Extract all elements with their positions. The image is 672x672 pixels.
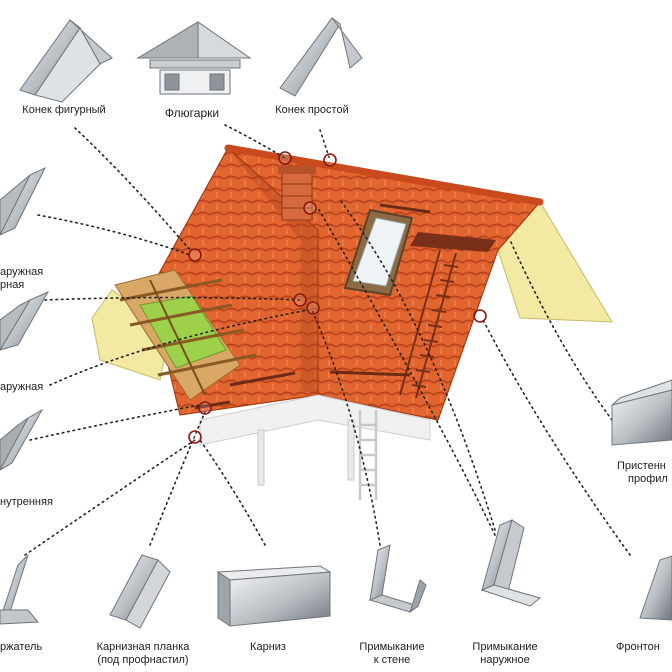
marker-holder <box>199 402 211 414</box>
label-internal: нутренняя <box>0 496 53 509</box>
external-profile-1 <box>0 168 45 235</box>
support-post <box>258 430 264 485</box>
eaves-strip-profile <box>110 555 170 628</box>
marker-ridge-simple <box>324 154 336 166</box>
label-wall-abutment-2: к стене <box>374 654 411 667</box>
internal-profile <box>0 410 42 470</box>
label-outer-abutment-1: Примыкание <box>472 641 537 654</box>
label-vanes: Флюгарки <box>165 107 219 120</box>
marker-gable <box>474 310 486 322</box>
marker-eaves <box>189 431 201 443</box>
marker-chimney <box>304 202 316 214</box>
label-wall-abutment-1: Примыкание <box>359 641 424 654</box>
label-holder: ржатель <box>0 641 42 654</box>
ridge-figured-profile <box>20 20 112 102</box>
label-gable: Фронтон <box>616 641 660 654</box>
label-ridge-figured: Конек фигурный <box>22 104 105 117</box>
label-wall-profile-1: Пристенн <box>617 460 666 473</box>
label-external-1a: аружная <box>0 266 43 279</box>
outer-abutment-profile <box>482 520 540 606</box>
ridge-simple-profile <box>280 18 362 96</box>
house <box>92 148 612 500</box>
label-ridge-simple: Конек простой <box>275 104 348 117</box>
label-external-2: аружная <box>0 381 43 394</box>
marker-valley <box>307 302 319 314</box>
marker-vane <box>279 152 291 164</box>
external-profile-2 <box>0 292 48 350</box>
vane-icon <box>138 22 250 94</box>
label-outer-abutment-2: наружное <box>480 654 529 667</box>
holder-profile <box>0 555 38 624</box>
wall-profile-icon <box>612 380 672 445</box>
support-post <box>348 420 354 480</box>
label-eaves-strip-2: (под профнастил) <box>97 654 188 667</box>
marker-external <box>294 294 306 306</box>
label-external-1b: рная <box>0 279 24 292</box>
eaves-profile <box>218 566 330 626</box>
wall-abutment-profile <box>370 545 426 612</box>
label-wall-profile-2: профил <box>628 473 668 486</box>
label-eaves-strip-1: Карнизная планка <box>97 641 190 654</box>
label-eaves: Карниз <box>250 641 286 654</box>
gable-profile <box>640 556 672 620</box>
marker-ridge-figured <box>189 249 201 261</box>
